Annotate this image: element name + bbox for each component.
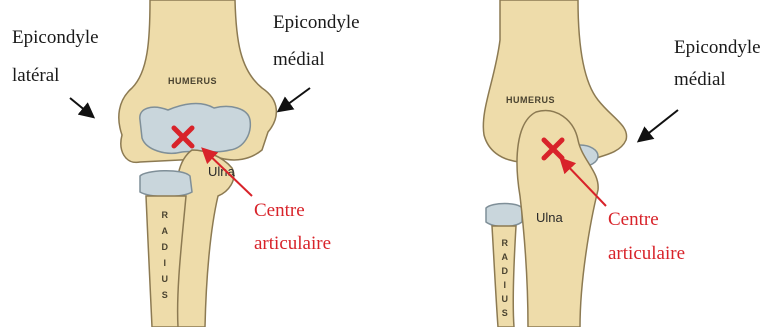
radius-letter: U <box>502 294 509 304</box>
left-medial-epicondyle-label-line1: Epicondyle <box>273 13 360 32</box>
left-medial-arrow <box>280 88 310 110</box>
radius-letter: D <box>162 242 169 252</box>
radius-letter: A <box>162 226 169 236</box>
left-radius-head <box>140 171 192 197</box>
left-medial-epicondyle-label-line2: médial <box>273 50 325 69</box>
radius-letter: S <box>162 290 169 300</box>
right-medial-arrow <box>640 110 678 140</box>
left-humerus-label: HUMERUS <box>168 76 217 86</box>
right-centre-label-line2: articulaire <box>608 244 685 263</box>
radius-letter: I <box>163 258 166 268</box>
radius-letter: I <box>503 280 506 290</box>
radius-letter: D <box>502 266 509 276</box>
right-medial-epicondyle-label-line1: Epicondyle <box>674 38 761 57</box>
right-centre-label-line1: Centre <box>608 210 659 229</box>
right-humerus-label: HUMERUS <box>506 95 555 105</box>
left-lateral-arrow <box>70 98 92 116</box>
radius-letter: A <box>502 252 509 262</box>
right-ulna-label: Ulna <box>536 210 564 225</box>
left-lateral-epicondyle-label-line2: latéral <box>12 66 59 85</box>
right-radius-head <box>486 204 522 227</box>
radius-letter: U <box>162 274 169 284</box>
radius-letter: R <box>502 238 509 248</box>
right-medial-epicondyle-label-line2: médial <box>674 70 726 89</box>
left-centre-label-line2: articulaire <box>254 234 331 253</box>
left-centre-label-line1: Centre <box>254 201 305 220</box>
left-lateral-epicondyle-label-line1: Epicondyle <box>12 28 99 47</box>
radius-letter: R <box>162 210 169 220</box>
left-articular-cartilage <box>140 104 250 154</box>
radius-letter: S <box>502 308 509 318</box>
